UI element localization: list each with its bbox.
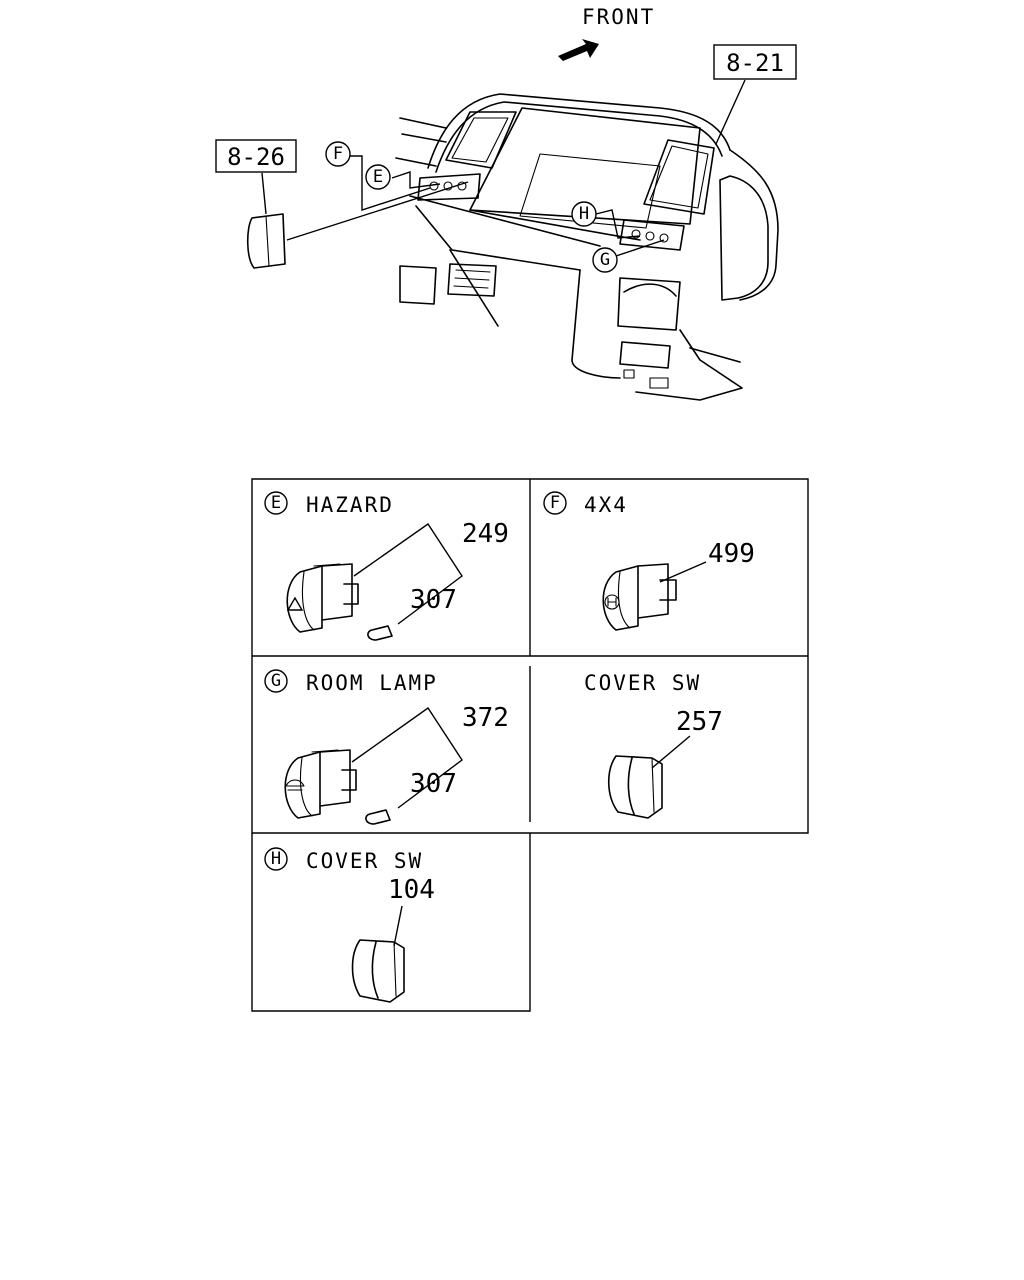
panel-4x4: F 4X4 499: [543, 491, 755, 631]
callout-e: E: [365, 164, 441, 190]
svg-text:H: H: [579, 204, 589, 224]
panel-4x4-letter-circle: [543, 491, 567, 515]
panel-hazard-title: HAZARD: [306, 493, 394, 517]
ref-label-8-21: 8-21: [726, 49, 784, 77]
dash-leader-left: [286, 181, 469, 241]
part-number-372: 372: [462, 703, 509, 733]
panel-cover-sw-257: COVER SW 257: [584, 671, 723, 819]
panel-hazard-letter: E: [271, 493, 281, 513]
panel-cover-sw-257-leader: [651, 735, 691, 769]
ref-label-8-26: 8-26: [227, 143, 285, 171]
part-number-249: 249: [462, 519, 509, 549]
panel-cover-sw-257-title: COVER SW: [584, 671, 701, 695]
panel-cover-sw-104-leader: [393, 905, 403, 947]
front-label: FRONT: [582, 5, 655, 29]
part-number-104: 104: [388, 875, 435, 905]
bulb-part-room-lamp: [365, 809, 391, 825]
panel-cover-sw-104-letter: H: [271, 849, 281, 869]
part-number-499: 499: [708, 539, 755, 569]
panel-cover-sw-104-title: COVER SW: [306, 849, 423, 873]
dashboard-outline: [395, 93, 779, 401]
part-number-257: 257: [676, 707, 723, 737]
ref-leader-8-21: [715, 79, 746, 145]
panel-4x4-title: 4X4: [584, 493, 628, 517]
panel-4x4-leader: [659, 561, 707, 583]
svg-text:F: F: [333, 144, 343, 164]
svg-text:E: E: [373, 167, 383, 187]
lamp-symbol-icon: [285, 779, 305, 787]
grid-frame-top: [251, 478, 809, 834]
panel-room-lamp-leader: [351, 707, 463, 809]
dashboard-overview: FRONT 8-21 8-26: [215, 5, 797, 401]
room-lamp-switch-part: [284, 749, 357, 819]
grid-frame-bottom: [251, 833, 531, 1012]
ref-box-8-26: [215, 139, 297, 173]
panel-4x4-letter: F: [550, 493, 560, 513]
panel-hazard-letter-circle: [264, 491, 288, 515]
callout-g: G: [592, 239, 665, 273]
panel-hazard-leader: [353, 523, 463, 625]
panel-cover-sw-104-letter-circle: [264, 847, 288, 871]
ref-leader-8-26: [261, 172, 267, 215]
left-cover-part: [246, 213, 286, 269]
4x4-switch-part: [602, 563, 677, 631]
ref-box-8-21: [713, 44, 797, 80]
panel-hazard: E HAZARD 249 307: [264, 491, 509, 641]
cover-switch-part-104: [351, 939, 405, 1003]
panel-room-lamp-title: ROOM LAMP: [306, 671, 438, 695]
callout-f: F: [325, 141, 431, 211]
bulb-part-hazard: [367, 625, 393, 641]
hazard-switch-part: [286, 563, 359, 633]
hazard-triangle-icon: [286, 596, 304, 611]
callout-h: H: [571, 201, 641, 239]
front-arrow-icon: [558, 39, 599, 61]
4x4-symbol-icon: [604, 594, 620, 610]
panel-room-lamp-letter-circle: [264, 669, 288, 693]
panel-room-lamp: G ROOM LAMP 372 307: [264, 669, 509, 825]
cover-switch-part-257: [607, 755, 663, 819]
svg-text:G: G: [600, 250, 610, 270]
switch-detail-grid: E HAZARD 249 307 F 4X4 499: [251, 478, 809, 1012]
panel-cover-sw-104: H COVER SW 104: [264, 847, 435, 1003]
panel-room-lamp-letter: G: [271, 671, 281, 691]
